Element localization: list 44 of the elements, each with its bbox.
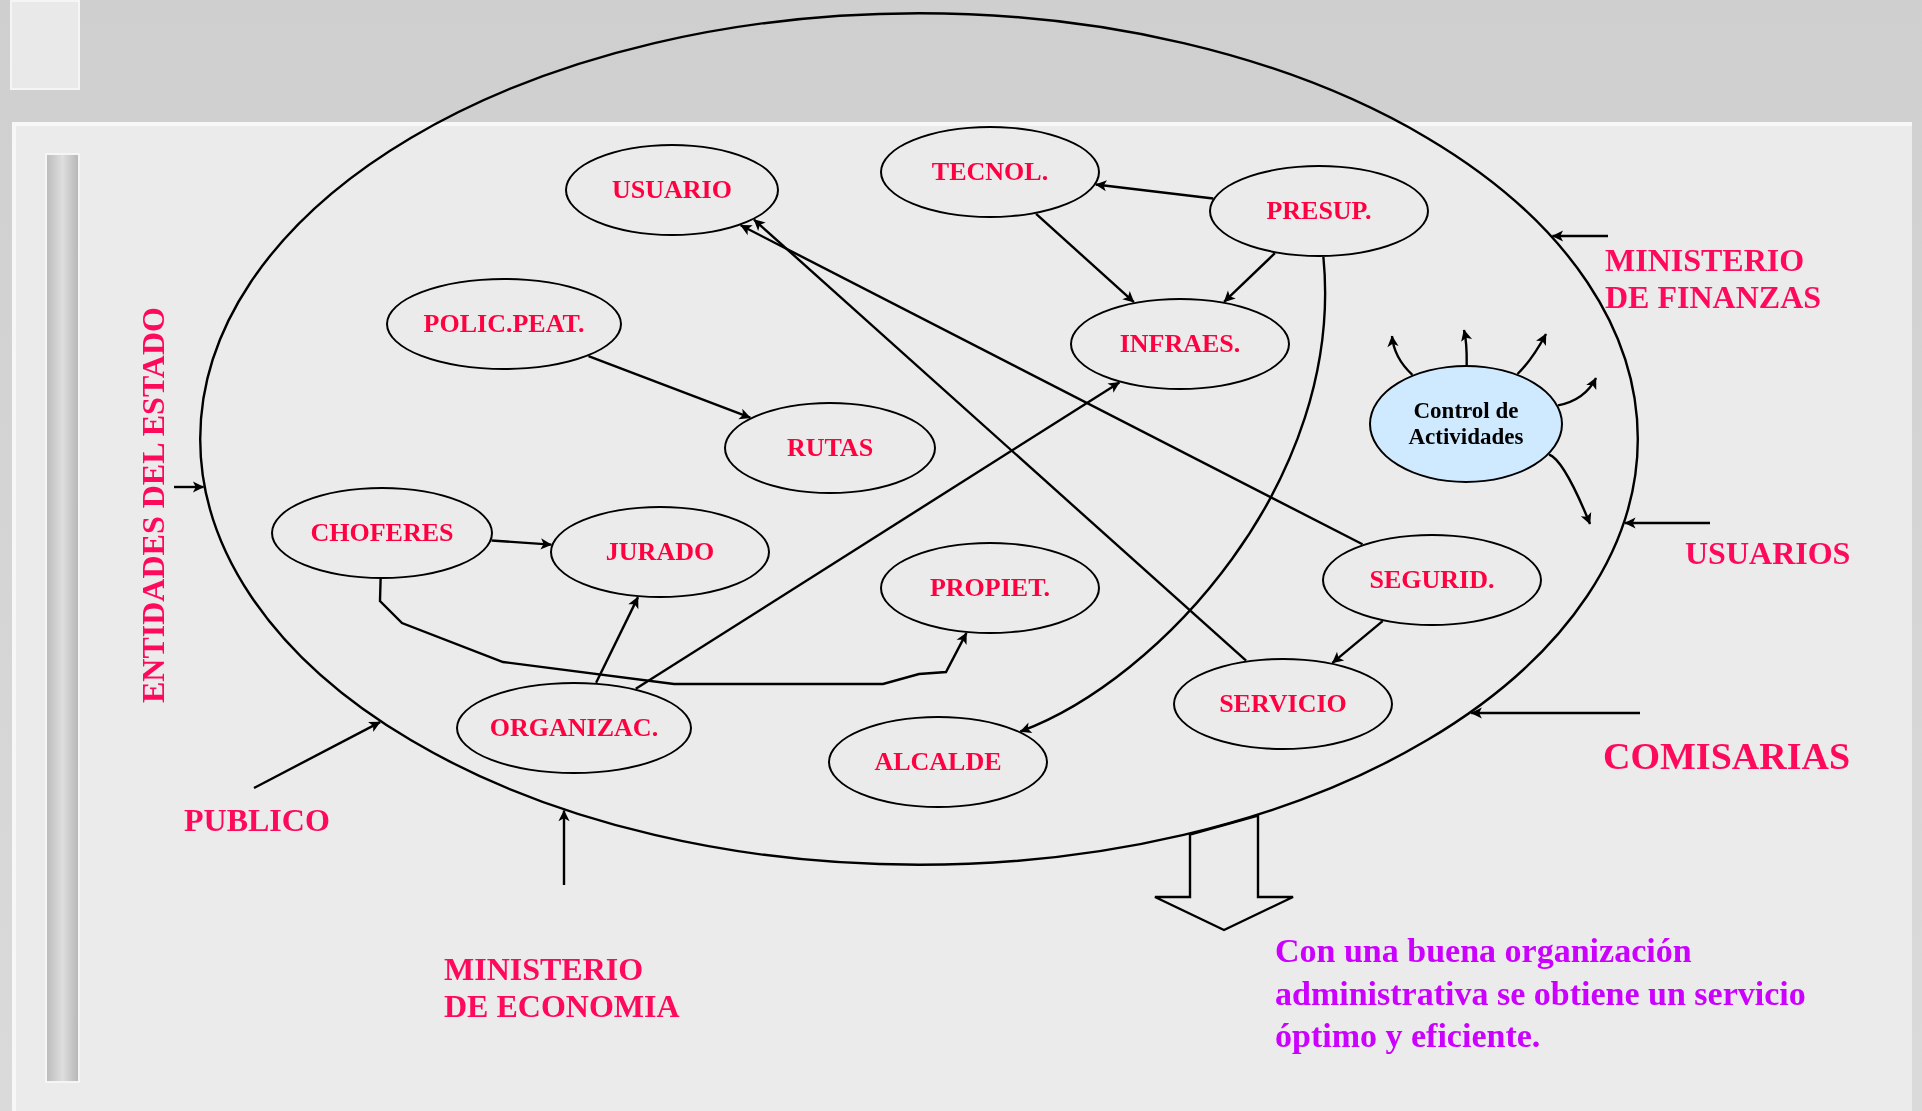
- arrow: [174, 481, 205, 493]
- arrow: [595, 596, 640, 684]
- arrow: [1331, 620, 1384, 664]
- ellipse-node: INFRAES.: [1070, 298, 1290, 390]
- arrow: [491, 538, 552, 550]
- ellipse-node: USUARIO: [565, 144, 779, 236]
- ellipse-node: ORGANIZAC.: [456, 682, 692, 774]
- ellipse-node: RUTAS: [724, 402, 936, 494]
- ellipse-node: PRESUP.: [1209, 165, 1429, 257]
- arrow: [740, 224, 1364, 546]
- arrow: [753, 218, 1247, 662]
- group-label: PUBLICO: [184, 788, 344, 839]
- arrow: [635, 381, 1121, 690]
- arrow: [1557, 377, 1598, 407]
- group-label: USUARIOS: [1685, 523, 1885, 572]
- ellipse-node: POLIC.PEAT.: [386, 278, 622, 370]
- ellipse-node: CHOFERES: [271, 487, 493, 579]
- arrow: [253, 721, 381, 790]
- arrow: [1095, 180, 1214, 200]
- arrow: [1470, 707, 1640, 719]
- group-label: COMISARIAS: [1603, 713, 1903, 779]
- arrow: [1387, 335, 1414, 376]
- arrow: [1019, 256, 1326, 733]
- arrow: [1223, 252, 1276, 303]
- arrow: [1460, 329, 1472, 365]
- ellipse-node: TECNOL.: [880, 126, 1100, 218]
- ellipse-node: SERVICIO: [1173, 658, 1393, 750]
- group-label: MINISTERIO DE FINANZAS: [1605, 236, 1845, 316]
- vertical-label: ENTIDADES DEL ESTADO: [132, 270, 174, 740]
- arrow: [1516, 333, 1548, 375]
- ellipse-node: JURADO: [550, 506, 770, 598]
- arrow: [1548, 453, 1592, 525]
- group-label: MINISTERIO DE ECONOMIA: [444, 885, 684, 1025]
- arrow: [588, 354, 751, 420]
- ellipse-node: SEGURID.: [1322, 534, 1542, 626]
- conclusion-text: Con una buena organización administrativa se obtiene un servicio óptimo y eficiente.: [1215, 930, 1815, 1058]
- block-arrow: [1153, 814, 1295, 932]
- ellipse-node: PROPIET.: [880, 542, 1100, 634]
- arrow: [1624, 517, 1710, 529]
- ellipse-node: ALCALDE: [828, 716, 1048, 808]
- arrow: [558, 809, 570, 885]
- arrow: [378, 578, 968, 686]
- arrow: [1035, 212, 1135, 304]
- arrow: [1551, 230, 1608, 242]
